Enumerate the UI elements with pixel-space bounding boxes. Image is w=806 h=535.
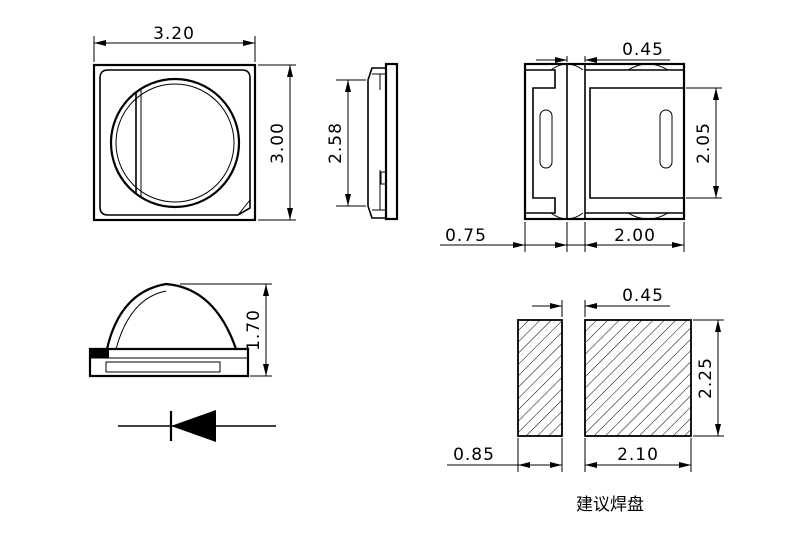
dome-view (88, 282, 250, 378)
side-view (367, 62, 399, 221)
top-height-label: 3.00 (268, 122, 288, 164)
bottom-right-label: 2.00 (614, 226, 656, 246)
dim-top-height: 3.00 (258, 64, 296, 221)
dim-side-height: 2.58 (326, 79, 366, 207)
dim-top-width: 3.20 (93, 24, 256, 62)
top-width-label: 3.20 (153, 24, 195, 44)
bottom-view (523, 62, 686, 221)
side-height-label: 2.58 (326, 122, 346, 164)
recommended-pads (517, 319, 692, 437)
recommended-pads-caption: 建议焊盘 (576, 495, 644, 515)
dim-pad-height: 2.25 (693, 319, 724, 437)
dim-bottom-pad-height: 2.05 (686, 87, 722, 199)
pad-left-label: 0.85 (453, 445, 495, 465)
bottom-left-label: 0.75 (445, 226, 487, 246)
dim-pad-horizontal: 0.85 2.10 (447, 438, 692, 472)
top-view (92, 63, 257, 222)
dome-height-label: 1.70 (244, 309, 264, 351)
bottom-gap-label: 0.45 (622, 40, 664, 60)
pad-right-label: 2.10 (617, 445, 659, 465)
dim-bottom-gap: 0.45 (536, 40, 670, 63)
dim-pad-gap: 0.45 (532, 286, 670, 317)
dim-dome-height: 1.70 (180, 283, 272, 377)
pad-height-label: 2.25 (696, 357, 716, 399)
bottom-pad-height-label: 2.05 (694, 122, 714, 164)
pad-gap-label: 0.45 (622, 286, 664, 306)
dim-bottom-horizontal: 0.75 2.00 (440, 222, 685, 252)
diode-symbol-icon (118, 410, 276, 442)
